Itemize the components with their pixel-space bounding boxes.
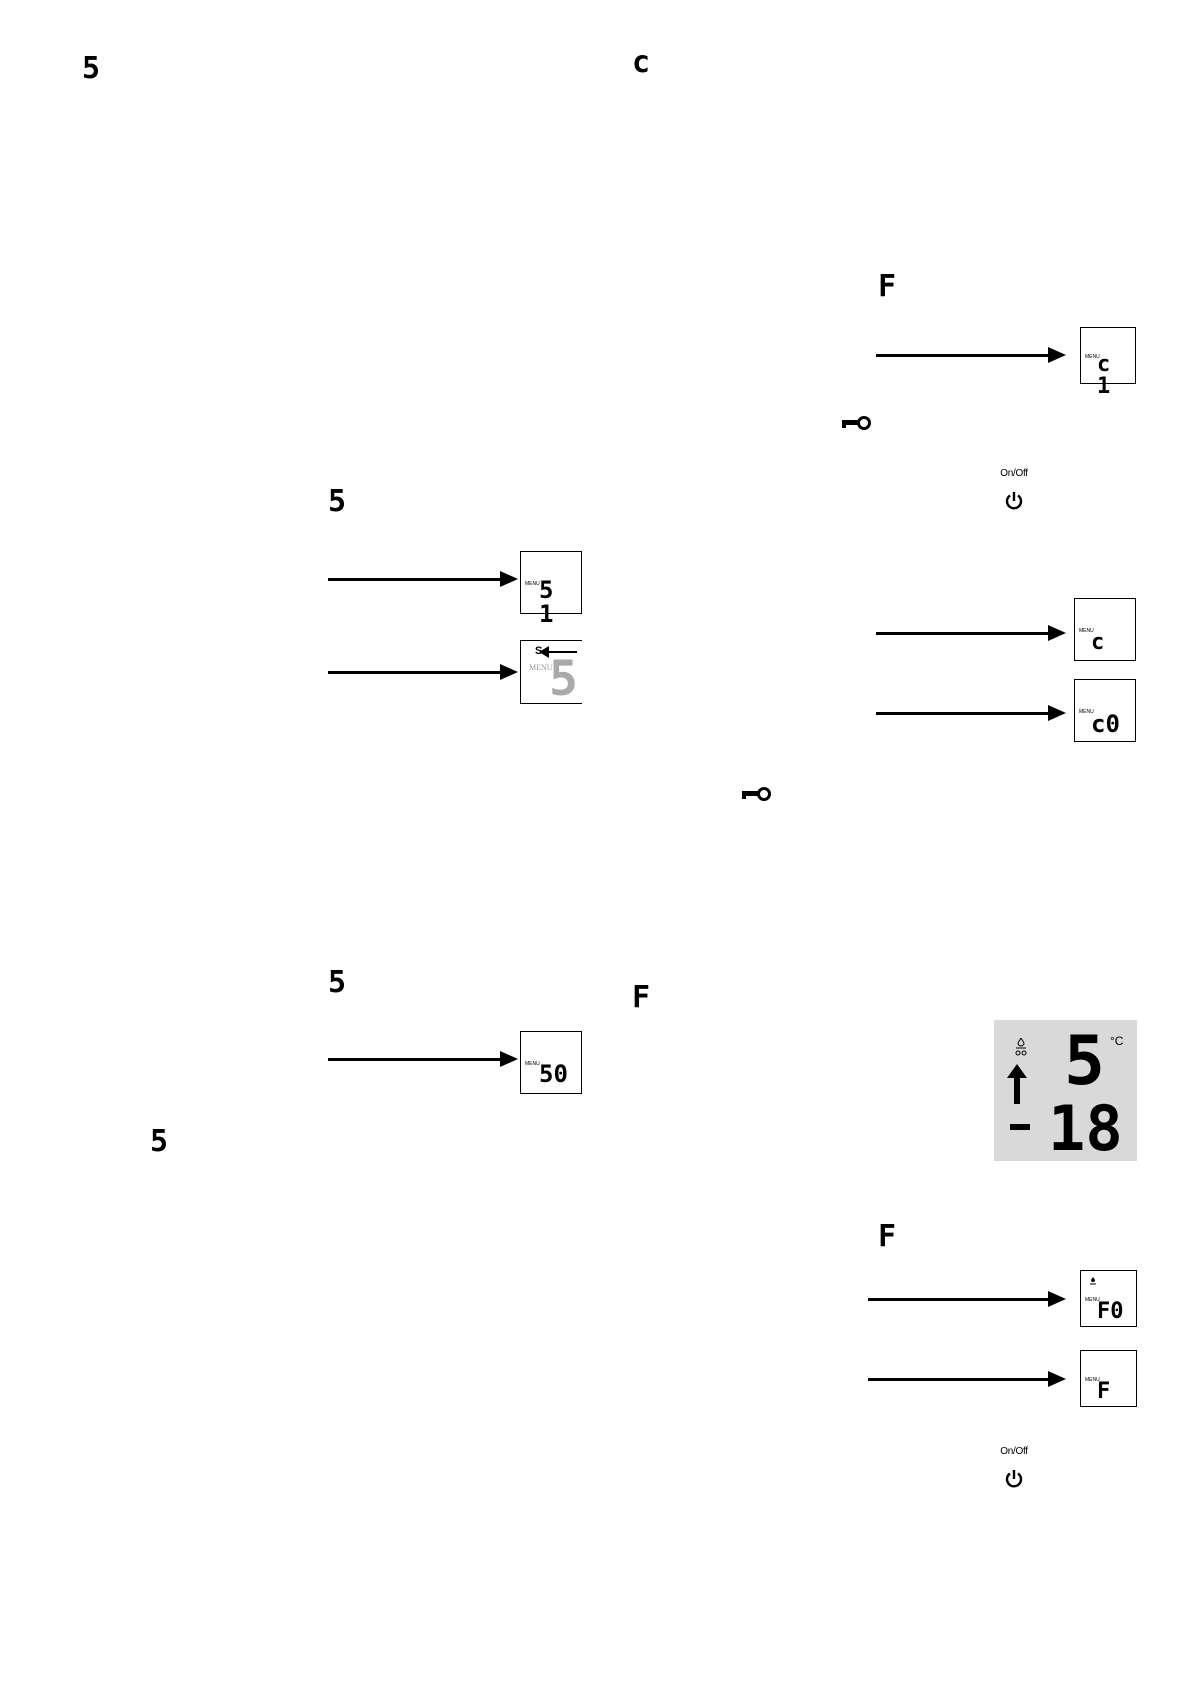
temperature-unit: °C [1110,1034,1124,1048]
lcd-c: MENU c [1074,598,1136,661]
symbol-f-right-2: F [632,980,651,1015]
arrow-to-c0 [876,705,1066,721]
lcd-code: 50 [539,1060,568,1088]
lcd-grey-digit: 5 [549,651,578,707]
lcd-code: c 1 [1097,352,1111,399]
minus-sign [1010,1124,1030,1130]
symbol-s-top-left: 5 [82,51,101,86]
arrow-to-c1 [876,347,1066,363]
symbol-f-right-1: F [878,269,897,304]
lcd-code: 5 1 [539,576,554,628]
temperature-display: 5 °C 18 [994,1020,1137,1161]
power-button-2[interactable]: On/Off [989,1446,1039,1489]
lcd-menu-label-grey: MENU [529,663,553,672]
arrow-to-c [876,625,1066,641]
arrow-to-s0 [328,1051,518,1067]
lcd-code: c [1091,630,1105,655]
key-icon-2 [742,786,771,801]
arrow-to-f [868,1371,1066,1387]
lcd-s1: MENU 5 1 [520,551,582,626]
power-icon [1005,492,1023,510]
key-icon [842,415,871,430]
lcd-menu-label: MENU [1079,708,1094,715]
lcd-code: F0 [1097,1299,1124,1324]
power-label: On/Off [1000,1446,1028,1457]
arrow-to-s1 [328,571,518,587]
lcd-menu-label: MENU [1085,353,1100,360]
lcd-menu-label: MENU [1079,627,1094,634]
arrow-to-s-anim [328,664,518,680]
lcd-f: MENU F [1080,1350,1137,1407]
s-arrow [539,646,577,658]
temperature-top-value: 5 [1064,1022,1105,1101]
power-button-1[interactable]: On/Off [989,468,1039,511]
lcd-code: c0 [1091,710,1120,738]
symbol-c-top-right: c [632,45,651,80]
lcd-code: F [1097,1379,1111,1404]
power-icon [1005,1470,1023,1488]
lcd-f0: MENU F0 [1080,1270,1137,1327]
lcd-menu-label: MENU [1085,1376,1100,1383]
water-drop-icon [1015,1038,1027,1056]
s-letter: S [535,645,542,657]
symbol-s-mid-2: 5 [328,965,347,1000]
lcd-s0: MENU 50 [520,1031,582,1094]
water-drop-small-icon [1090,1277,1096,1285]
lcd-s-animation: S MENU 5 [520,640,582,704]
lcd-menu-label: MENU [525,1060,540,1067]
lcd-c0: MENU c0 [1074,679,1136,742]
up-arrow-icon [1007,1064,1027,1104]
symbol-s-mid-1: 5 [328,484,347,519]
lcd-c1: MENU c 1 [1080,327,1136,398]
temperature-bottom-value: 18 [1048,1092,1123,1165]
symbol-f-right-3: F [878,1219,897,1254]
power-label: On/Off [1000,468,1028,479]
lcd-menu-label: MENU [1085,1296,1100,1303]
symbol-s-left-3: 5 [150,1124,169,1159]
arrow-to-f0 [868,1291,1066,1307]
lcd-menu-label: MENU [525,580,540,587]
